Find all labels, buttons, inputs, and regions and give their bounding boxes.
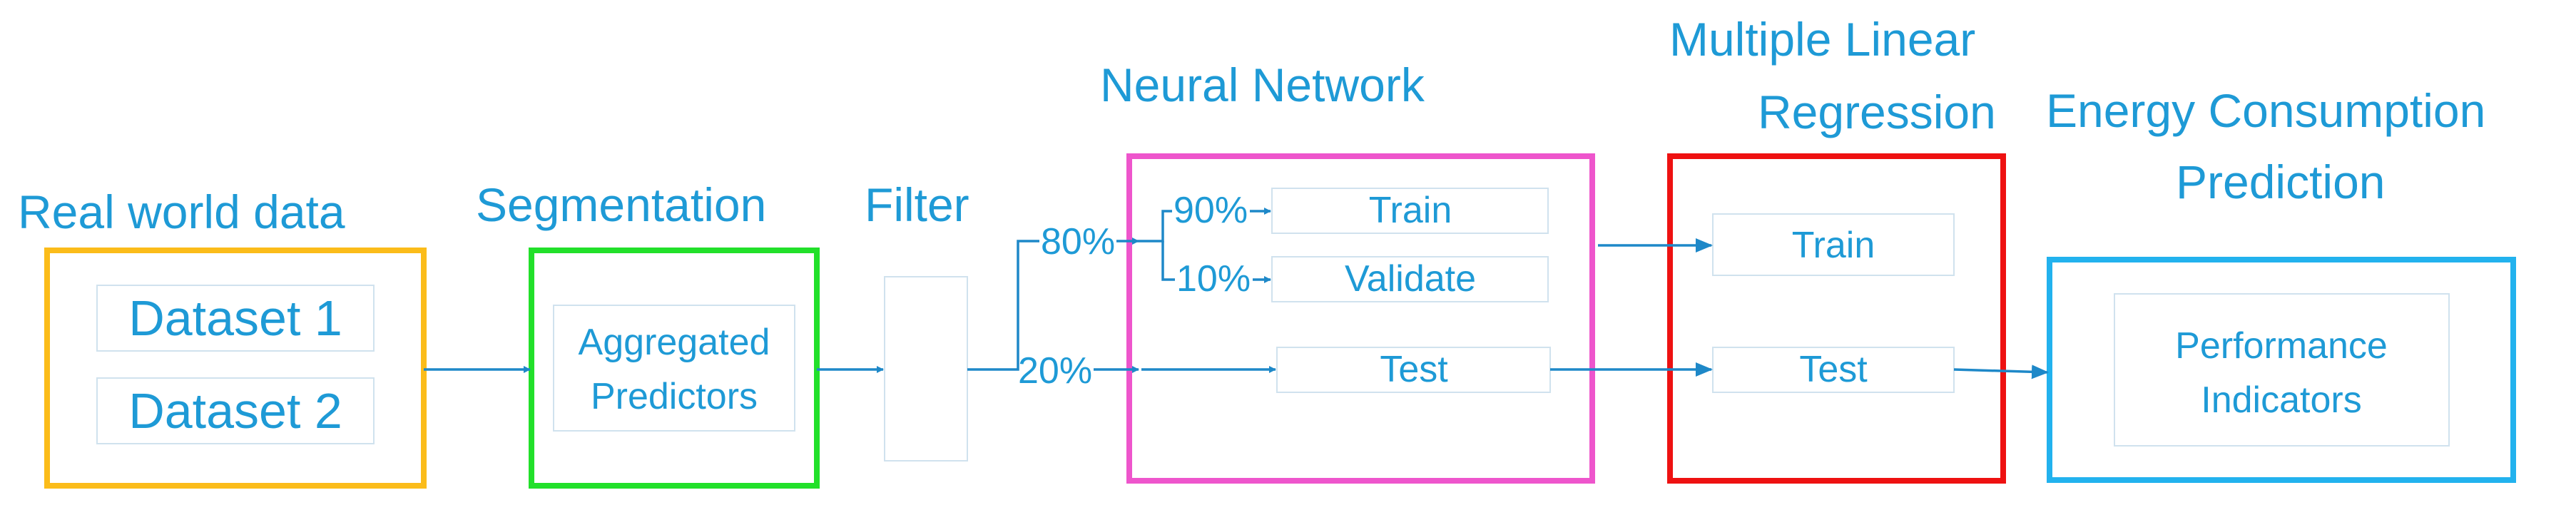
prediction-title-line1: Energy Consumption bbox=[2046, 84, 2485, 137]
neural-network-title: Neural Network bbox=[1100, 58, 1425, 111]
aggregated-predictors-box bbox=[553, 305, 795, 432]
dataset-1-box bbox=[96, 285, 375, 352]
segmentation-box bbox=[529, 248, 820, 489]
real-world-title: Real world data bbox=[18, 185, 345, 238]
nn-train-label: Train bbox=[1369, 190, 1452, 231]
nn-validate-box bbox=[1271, 256, 1549, 302]
performance-label: Performance bbox=[2175, 325, 2388, 367]
nn-validate-label: Validate bbox=[1345, 258, 1476, 300]
indicators-label: Indicators bbox=[2201, 379, 2361, 421]
segmentation-title: Segmentation bbox=[476, 178, 766, 231]
split-10-label: 10% bbox=[1176, 258, 1251, 300]
mlr-test-label: Test bbox=[1799, 349, 1868, 390]
regression-box bbox=[1667, 153, 2006, 484]
prediction-title-line2: Prediction bbox=[2176, 155, 2386, 208]
regression-title-line2: Regression bbox=[1758, 86, 1996, 138]
nn-test-label: Test bbox=[1380, 349, 1448, 390]
neural-network-box bbox=[1126, 153, 1595, 484]
regression-title-line1: Multiple Linear bbox=[1669, 13, 1975, 66]
dataset-2-box bbox=[96, 377, 375, 444]
arrow-mlr-to-prediction bbox=[1953, 364, 2049, 379]
arrow-nn-branch bbox=[1139, 210, 1172, 243]
mlr-train-label: Train bbox=[1792, 225, 1875, 266]
split-90-label: 90% bbox=[1174, 190, 1248, 231]
arrow-filter-split bbox=[967, 240, 1039, 371]
nn-train-box bbox=[1271, 188, 1549, 234]
predictors-label: Predictors bbox=[591, 376, 758, 417]
split-20-label: 20% bbox=[1018, 350, 1092, 392]
prediction-box bbox=[2047, 257, 2516, 483]
arrow-nn-branch-lower bbox=[1161, 241, 1175, 281]
dataset-2-label: Dataset 2 bbox=[128, 383, 342, 439]
real-world-box bbox=[44, 248, 427, 489]
dataset-1-label: Dataset 1 bbox=[128, 290, 342, 346]
filter-box bbox=[884, 276, 968, 461]
mlr-train-box bbox=[1712, 213, 1955, 276]
performance-indicators-box bbox=[2114, 293, 2450, 447]
aggregated-label: Aggregated bbox=[579, 322, 770, 363]
split-80-label: 80% bbox=[1041, 221, 1115, 262]
nn-test-box bbox=[1276, 347, 1551, 393]
filter-title: Filter bbox=[865, 178, 969, 231]
